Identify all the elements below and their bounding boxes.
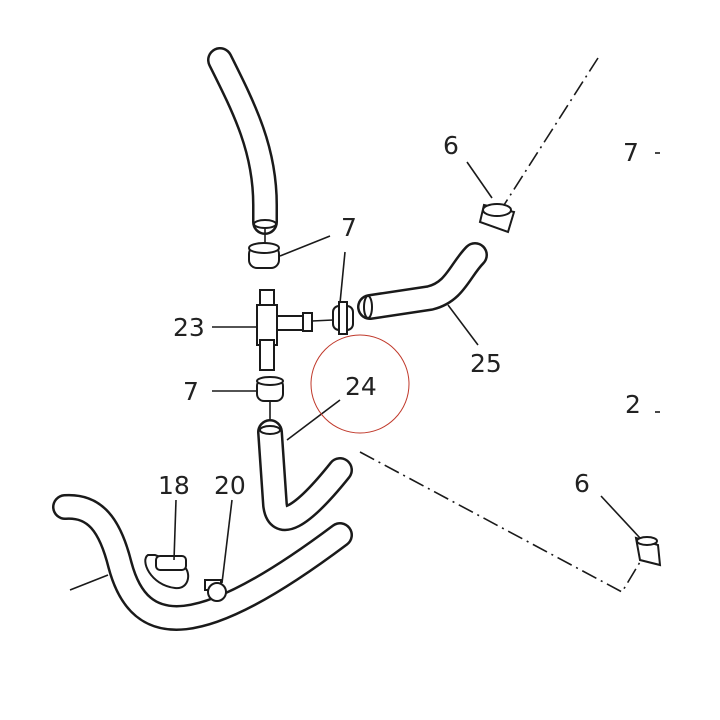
callout-7-upper: 7 bbox=[341, 213, 357, 242]
clamp-6-right bbox=[634, 536, 662, 567]
callout-24: 24 bbox=[345, 372, 377, 401]
clamp-middle bbox=[332, 301, 354, 335]
bolt-20 bbox=[204, 579, 227, 602]
leader-24 bbox=[286, 399, 341, 441]
clamp-lower bbox=[256, 376, 284, 402]
dash-line-top bbox=[503, 57, 599, 206]
clamp-upper bbox=[248, 242, 280, 269]
callout-7-right: 7 bbox=[623, 138, 639, 167]
callout-6-right: 6 bbox=[574, 469, 590, 498]
callout-25: 25 bbox=[470, 349, 502, 378]
highlight-circle bbox=[310, 334, 410, 434]
leader-25 bbox=[447, 304, 479, 346]
leader-6-top bbox=[466, 161, 493, 199]
upper-hose bbox=[207, 47, 278, 235]
leader-6-right bbox=[600, 495, 641, 539]
callout-23: 23 bbox=[173, 313, 205, 342]
hose-25 bbox=[357, 242, 488, 320]
t-piece bbox=[256, 289, 313, 371]
leader-18 bbox=[173, 499, 177, 561]
callout-20: 20 bbox=[214, 471, 246, 500]
clamp-6-top bbox=[478, 203, 516, 234]
callout-6-top: 6 bbox=[443, 131, 459, 160]
leader-7-small bbox=[339, 251, 346, 304]
hose-24 bbox=[257, 419, 353, 532]
leader-20 bbox=[221, 499, 233, 584]
leader-left bbox=[69, 574, 109, 591]
lower-large-hose bbox=[52, 493, 353, 631]
dash-line-bottom bbox=[359, 451, 641, 594]
leader-7-upper bbox=[279, 235, 331, 257]
callout-7-lower: 7 bbox=[183, 377, 199, 406]
t-to-clamp-link bbox=[311, 319, 334, 322]
callout-2: 2 bbox=[625, 390, 641, 419]
bracket-18 bbox=[144, 554, 190, 590]
callout-18: 18 bbox=[158, 471, 190, 500]
